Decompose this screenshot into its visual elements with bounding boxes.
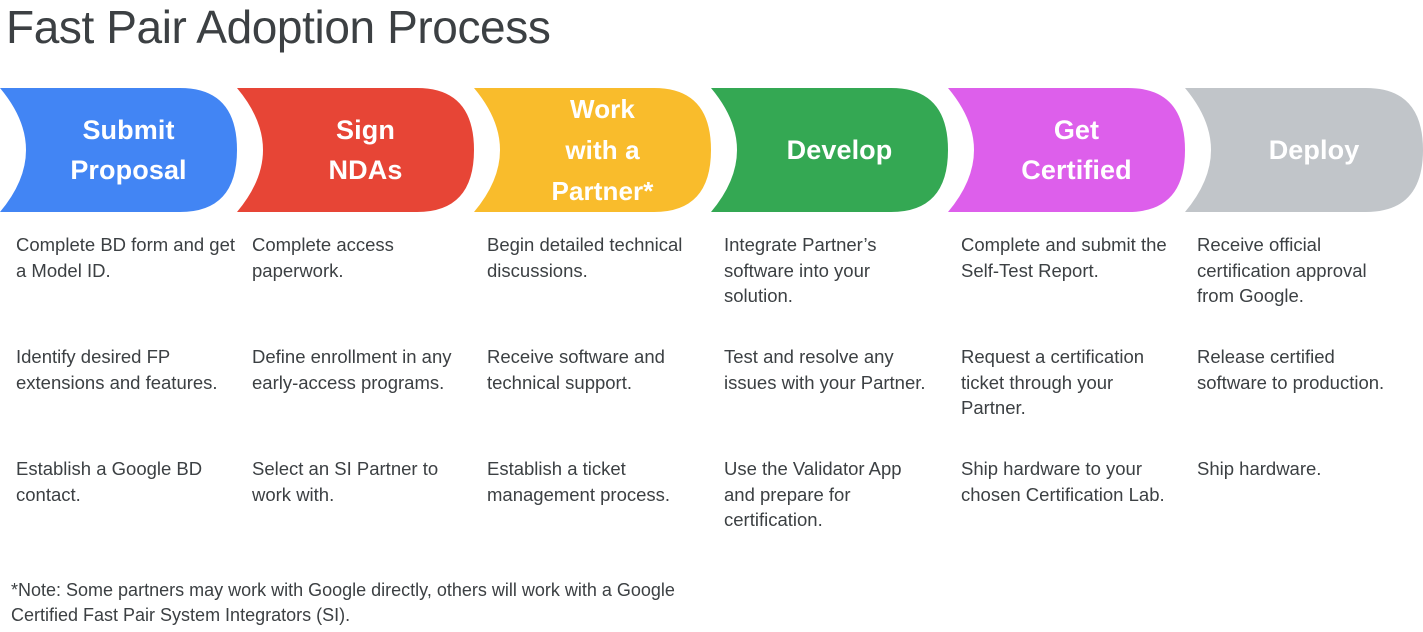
stage-label: Get Certified [1021, 115, 1132, 185]
stage-details-grid: Complete BD form and get a Model ID. Com… [0, 232, 1423, 566]
detail-item: Complete BD form and get a Model ID. [16, 234, 236, 281]
detail-item: Complete access paperwork. [252, 234, 394, 281]
detail-item: Test and resolve any issues with your Pa… [724, 346, 926, 393]
chevron-shape-icon [0, 88, 237, 212]
detail-row: Establish a Google BD contact. Select an… [0, 456, 1423, 566]
detail-item: Establish a ticket management process. [487, 458, 671, 505]
chevron-shape-icon [948, 88, 1185, 212]
page-title: Fast Pair Adoption Process [6, 1, 551, 53]
detail-item: Release certified software to production… [1197, 346, 1385, 393]
stage-label: Sign NDAs [328, 115, 403, 185]
detail-item: Identify desired FP extensions and featu… [16, 346, 218, 393]
detail-item: Request a certification ticket through y… [961, 346, 1145, 418]
detail-item: Begin detailed technical discussions. [487, 234, 683, 281]
detail-item: Establish a Google BD contact. [16, 458, 203, 505]
detail-row: Identify desired FP extensions and featu… [0, 344, 1423, 456]
footnote: *Note: Some partners may work with Googl… [11, 580, 675, 625]
detail-item: Use the Validator App and prepare for ce… [724, 458, 902, 530]
stage-chevron-work-with-a-partner[interactable]: Work with a Partner* [474, 88, 711, 212]
stage-label: Deploy [1268, 135, 1360, 165]
detail-item: Receive software and technical support. [487, 346, 665, 393]
chevron-shape-icon [711, 88, 948, 212]
stage-chevron-get-certified[interactable]: Get Certified [948, 88, 1185, 212]
detail-item: Complete and submit the Self-Test Report… [961, 234, 1167, 281]
stage-chevron-sign-ndas[interactable]: Sign NDAs [237, 88, 474, 212]
stage-label: Work with a Partner* [551, 93, 654, 206]
detail-item: Select an SI Partner to work with. [252, 458, 439, 505]
chevron-shape-icon [237, 88, 474, 212]
process-banner: Submit Proposal Sign NDAs Work with a Pa… [0, 88, 1423, 212]
detail-item: Integrate Partner’s software into your s… [724, 234, 877, 306]
detail-item: Define enrollment in any early-access pr… [252, 346, 452, 393]
detail-item: Ship hardware. [1197, 458, 1322, 479]
chevron-shape-icon [474, 88, 711, 212]
stage-chevron-submit-proposal[interactable]: Submit Proposal [0, 88, 237, 212]
detail-item: Ship hardware to your chosen Certificati… [961, 458, 1165, 505]
stage-label: Develop [786, 135, 893, 165]
chevron-shape-icon [1185, 88, 1423, 212]
stage-chevron-deploy[interactable]: Deploy [1185, 88, 1423, 212]
stage-chevron-develop[interactable]: Develop [711, 88, 948, 212]
detail-item: Receive official certification approval … [1197, 234, 1367, 306]
stage-label: Submit Proposal [70, 115, 187, 185]
detail-row: Complete BD form and get a Model ID. Com… [0, 232, 1423, 344]
